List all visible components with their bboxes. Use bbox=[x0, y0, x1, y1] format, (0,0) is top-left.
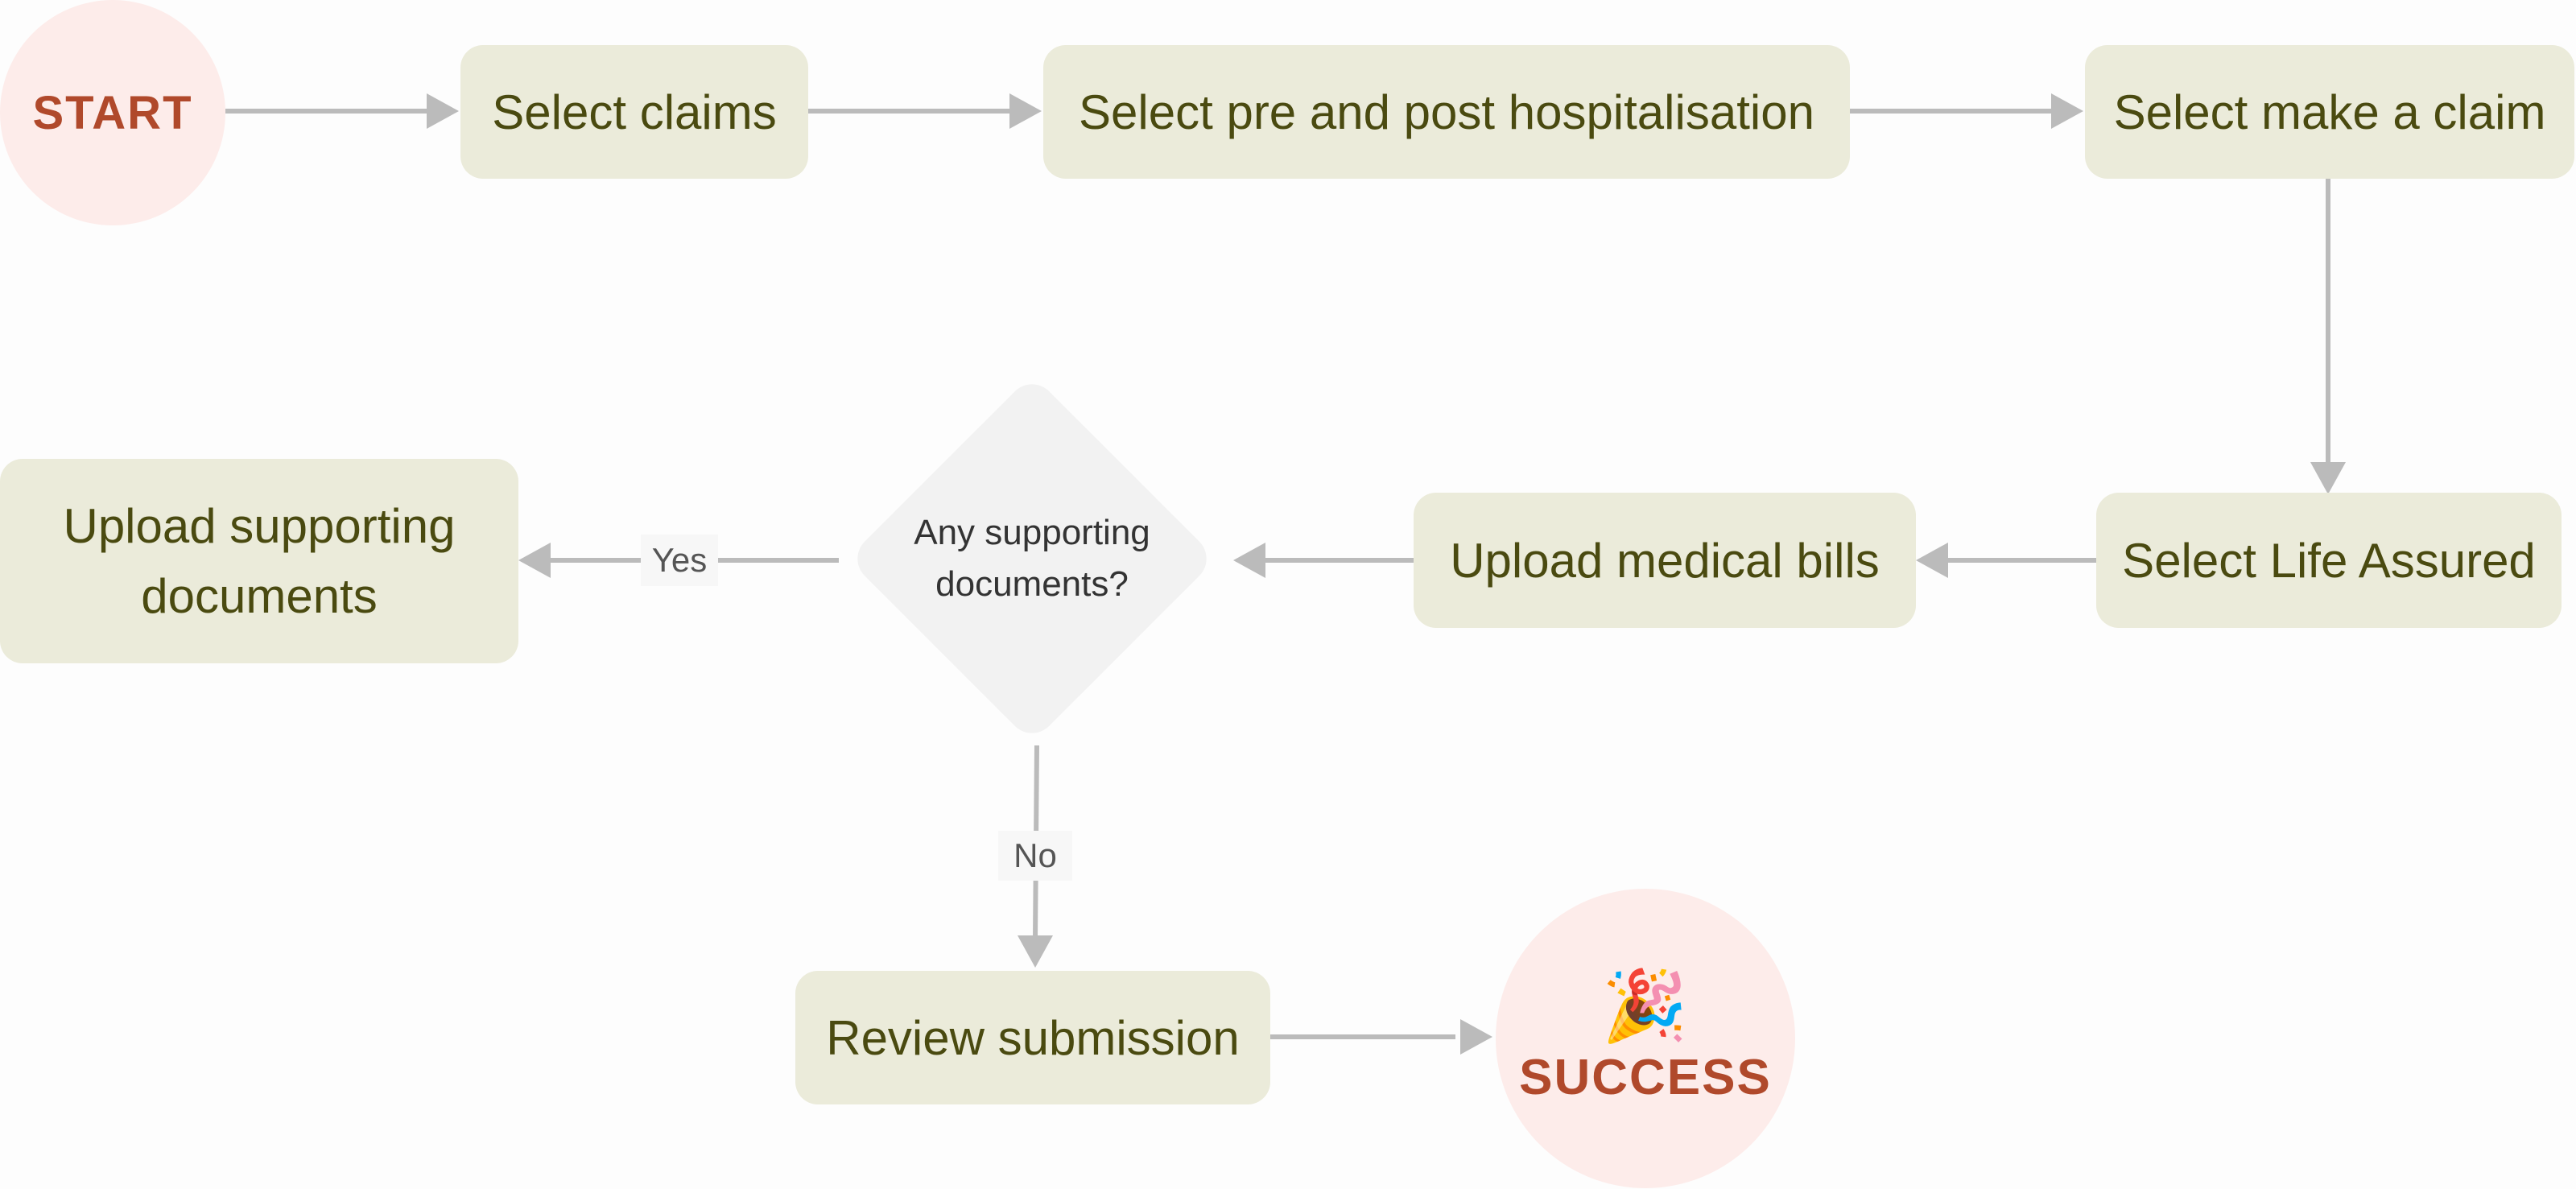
step-select-life-assured-label: Select Life Assured bbox=[2122, 533, 2536, 588]
arrowhead-pre-post-to-make-claim bbox=[2051, 93, 2083, 129]
edge-label-no: No bbox=[998, 831, 1072, 881]
start-label: START bbox=[32, 86, 193, 139]
step-select-claims: Select claims bbox=[460, 45, 808, 179]
arrowhead-review-to-success bbox=[1460, 1019, 1492, 1055]
step-review-submission: Review submission bbox=[795, 971, 1270, 1104]
arrowhead-make-claim-to-life-assured bbox=[2310, 462, 2346, 494]
start-terminal: START bbox=[0, 0, 225, 225]
step-select-pre-post-hospitalisation: Select pre and post hospitalisation bbox=[1043, 45, 1850, 179]
step-select-pre-post-hospitalisation-label: Select pre and post hospitalisation bbox=[1079, 85, 1814, 139]
step-select-make-a-claim-label: Select make a claim bbox=[2113, 85, 2546, 139]
arrowhead-start-to-select-claims bbox=[427, 93, 459, 129]
arrowhead-life-assured-to-medical-bills bbox=[1916, 543, 1948, 578]
edge-label-yes: Yes bbox=[641, 535, 718, 586]
decision-any-supporting-documents: Any supporting documents? bbox=[847, 374, 1217, 744]
decision-text: Any supporting documents? bbox=[848, 375, 1216, 742]
decision-line-1: Any supporting bbox=[914, 513, 1150, 553]
edge-label-yes-text: Yes bbox=[651, 541, 708, 579]
step-upload-supporting-line-1: Upload supporting bbox=[63, 499, 456, 553]
step-select-life-assured: Select Life Assured bbox=[2096, 493, 2562, 628]
step-select-make-a-claim: Select make a claim bbox=[2085, 45, 2574, 179]
step-upload-supporting-documents: Upload supporting documents bbox=[0, 459, 518, 663]
arrowhead-select-claims-to-pre-post bbox=[1009, 93, 1042, 129]
arrowhead-medical-bills-to-decision bbox=[1233, 543, 1265, 578]
success-terminal: 🎉 SUCCESS bbox=[1496, 889, 1795, 1188]
step-upload-supporting-line-2: documents bbox=[141, 569, 378, 623]
edge-label-no-text: No bbox=[1013, 836, 1057, 874]
decision-line-2: documents? bbox=[935, 564, 1129, 604]
success-label: SUCCESS bbox=[1519, 1049, 1772, 1105]
step-review-submission-label: Review submission bbox=[826, 1010, 1240, 1065]
arrowhead-decision-no-to-review bbox=[1018, 935, 1053, 968]
step-upload-medical-bills: Upload medical bills bbox=[1414, 493, 1916, 628]
party-popper-icon: 🎉 bbox=[1601, 967, 1690, 1045]
step-upload-medical-bills-label: Upload medical bills bbox=[1450, 533, 1880, 588]
step-select-claims-label: Select claims bbox=[492, 85, 777, 139]
arrowhead-decision-yes-to-upload-supporting bbox=[518, 543, 551, 578]
